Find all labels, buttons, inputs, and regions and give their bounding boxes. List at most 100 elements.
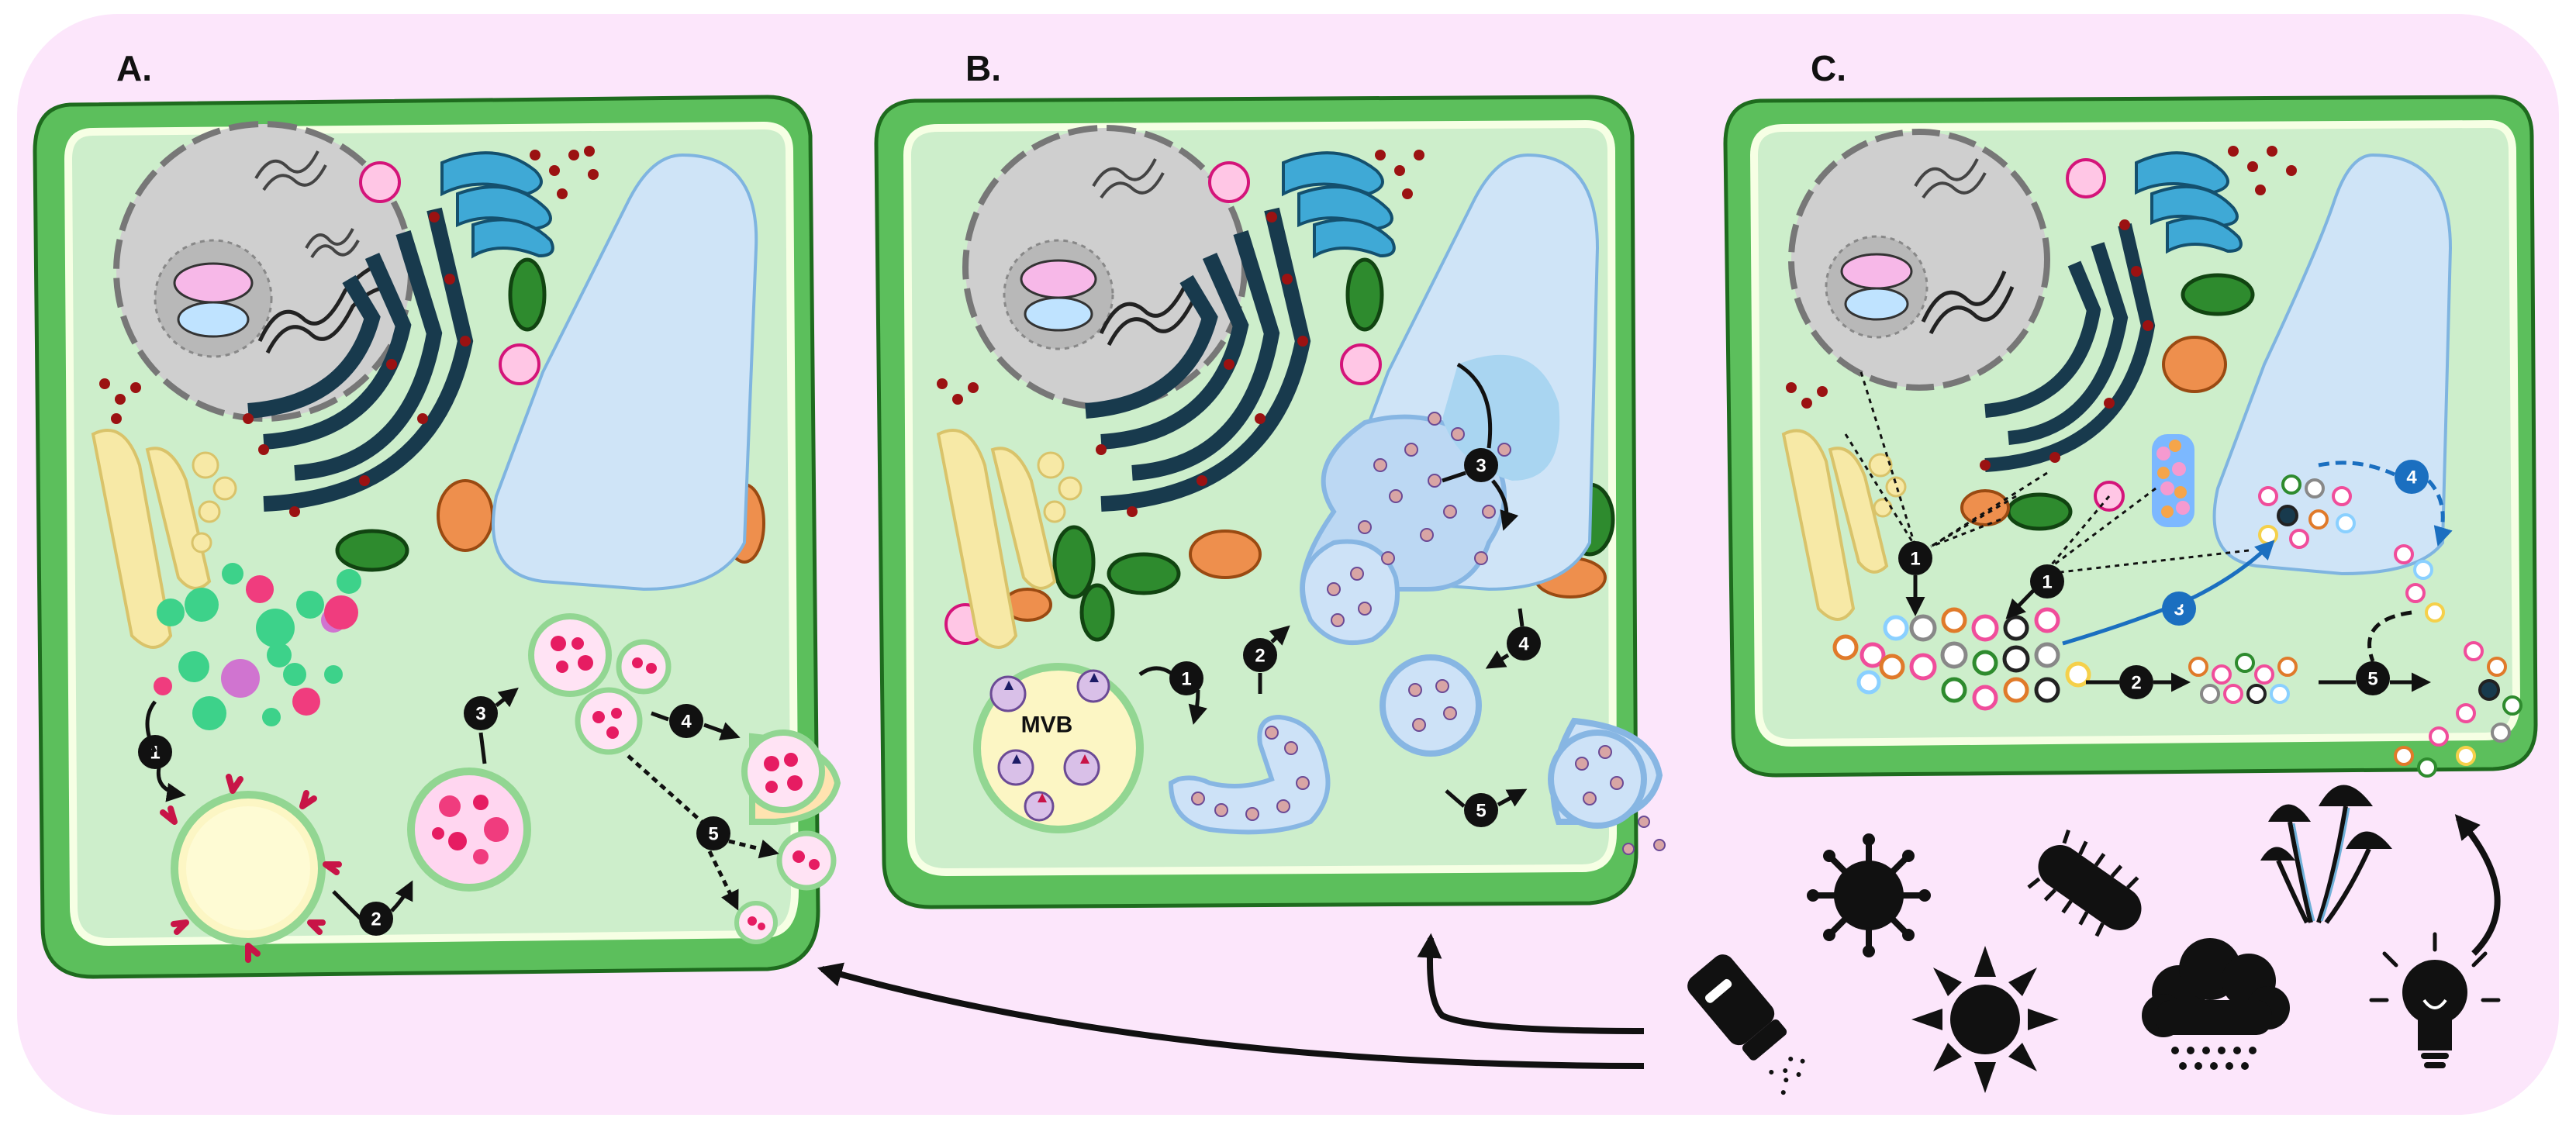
mvb-cargo bbox=[1004, 673, 1099, 764]
vacuole-a bbox=[492, 153, 758, 592]
rna-bubble-blue-a bbox=[177, 301, 250, 338]
golgi-yellow-a bbox=[91, 429, 173, 649]
dna-strand-b2 bbox=[1092, 158, 1165, 199]
arrow-a-4 bbox=[651, 711, 737, 736]
step-b-5: 5 bbox=[1464, 793, 1498, 827]
golgi-blue-b bbox=[1282, 151, 1396, 259]
svg-text:1: 1 bbox=[1910, 549, 1920, 570]
vacuole-c bbox=[2212, 153, 2453, 576]
svg-text:5: 5 bbox=[708, 824, 718, 845]
mvb-cargo-red bbox=[1038, 754, 1089, 802]
step-c-5: 5 bbox=[2356, 661, 2390, 695]
free-ribosomes-a bbox=[99, 146, 599, 424]
step-b-3: 3 bbox=[1464, 448, 1498, 482]
virus-icon bbox=[1807, 833, 1931, 957]
golgi-yellow-b2 bbox=[990, 447, 1057, 590]
arrow-c-1b bbox=[2005, 589, 2035, 619]
dna-strand-c1 bbox=[1921, 271, 2015, 335]
svg-text:2: 2 bbox=[371, 909, 381, 930]
svg-text:1: 1 bbox=[2042, 572, 2052, 593]
peroxisome-b1 bbox=[1208, 161, 1250, 203]
golgi-vesicles-c bbox=[1868, 453, 1907, 518]
fusion-vesicle-b-cargo bbox=[1575, 745, 1624, 805]
step-a-5: 5 bbox=[696, 816, 730, 850]
golgi-vesicles-b bbox=[1037, 451, 1083, 523]
arrow-a-5b bbox=[728, 839, 779, 859]
mitochondrion-b1 bbox=[1189, 530, 1262, 579]
arrow-c-5-dashed bbox=[2367, 610, 2412, 662]
chloroplast-c1 bbox=[2181, 273, 2255, 316]
panel-c-label: C. bbox=[1811, 48, 1846, 88]
step-a-4: 4 bbox=[669, 704, 703, 738]
step-b-2: 2 bbox=[1243, 638, 1277, 672]
free-ribosomes-b bbox=[937, 150, 1424, 405]
endosome-u-cargo bbox=[1191, 726, 1310, 821]
rna-bubble-blue-c bbox=[1844, 287, 1909, 321]
rough-er-a bbox=[247, 207, 474, 512]
panel-a: A. bbox=[33, 48, 841, 979]
dna-strand-a3 bbox=[305, 228, 360, 259]
vacuole-lumen-b bbox=[1442, 354, 1560, 481]
fungus-icon bbox=[2260, 785, 2392, 924]
golgi-yellow-a2 bbox=[145, 447, 212, 590]
arrow-stress-to-b bbox=[1417, 933, 1645, 1034]
panel-a-label: A. bbox=[116, 48, 152, 88]
step-c-1b: 1 bbox=[2030, 564, 2064, 598]
arrow-a-5a bbox=[627, 754, 703, 823]
chloroplast-b3 bbox=[1107, 552, 1181, 595]
vesicle-b-4-cargo bbox=[1408, 679, 1457, 732]
released-vesicle-a1 bbox=[776, 830, 837, 891]
arrow-b-4 bbox=[1489, 608, 1525, 667]
ribosomes-er-b bbox=[1096, 212, 1308, 517]
svg-text:4: 4 bbox=[1518, 634, 1529, 655]
late-endosome-cargo bbox=[1327, 567, 1372, 627]
arrow-b-3 bbox=[1442, 362, 1507, 527]
svg-text:4: 4 bbox=[2406, 467, 2417, 488]
ev-cluster-c2 bbox=[2188, 653, 2298, 704]
golgi-blue-c bbox=[2135, 151, 2243, 254]
step-c-2: 2 bbox=[2119, 665, 2153, 699]
cargo-vesicle-a bbox=[407, 768, 531, 892]
arrow-b-5 bbox=[1445, 791, 1524, 806]
panel-b-label: B. bbox=[965, 48, 1001, 88]
arrow-a-3 bbox=[478, 690, 516, 764]
rough-er-b bbox=[1085, 207, 1311, 512]
storm-cloud-icon bbox=[2142, 938, 2290, 1070]
free-ribosomes-c bbox=[1786, 146, 2297, 409]
svg-text:3: 3 bbox=[475, 704, 485, 725]
arrow-b-1 bbox=[1138, 666, 1198, 721]
vacuole-vesicle-inner-a bbox=[186, 806, 310, 930]
ribosomes-er-a bbox=[243, 212, 471, 517]
step-c-1a: 1 bbox=[1898, 541, 1932, 575]
vesicle-a-3a bbox=[528, 613, 612, 697]
dna-strand-c2 bbox=[1914, 158, 1987, 199]
chloroplast-b1 bbox=[1345, 257, 1384, 332]
arrow-stress-to-a bbox=[817, 962, 1645, 1069]
rna-bubble-blue-b bbox=[1024, 296, 1093, 332]
receptors-a bbox=[160, 774, 342, 963]
mitochondrion-c2 bbox=[1960, 489, 2010, 526]
arrow-b-2 bbox=[1258, 628, 1287, 694]
sun-icon bbox=[1911, 946, 2059, 1093]
fusion-vesicle-b bbox=[1548, 730, 1647, 829]
light-bulb-icon bbox=[2369, 932, 2501, 1068]
vesicle-a-3c bbox=[575, 687, 643, 755]
dna-strand-a1 bbox=[257, 261, 392, 354]
peroxisome-a2 bbox=[499, 343, 540, 385]
svg-text:3: 3 bbox=[1476, 456, 1486, 477]
arrow-a-2 bbox=[332, 884, 411, 920]
step-a-3: 3 bbox=[464, 696, 498, 730]
rough-er-c bbox=[1984, 222, 2156, 472]
step-b-1: 1 bbox=[1169, 661, 1203, 695]
golgi-vesicles-a bbox=[191, 451, 237, 554]
chloroplast-a2 bbox=[335, 529, 409, 572]
svg-text:4: 4 bbox=[681, 712, 692, 733]
arrow-c-4 bbox=[2318, 461, 2443, 543]
vesicle-b-4 bbox=[1380, 654, 1482, 757]
nucleus-c bbox=[1788, 129, 2050, 391]
ev-vacuole-c bbox=[2258, 474, 2356, 549]
golgi-yellow-c bbox=[1781, 429, 1856, 621]
dna-strand-b1 bbox=[1099, 281, 1196, 347]
svg-text:1: 1 bbox=[1181, 669, 1191, 690]
